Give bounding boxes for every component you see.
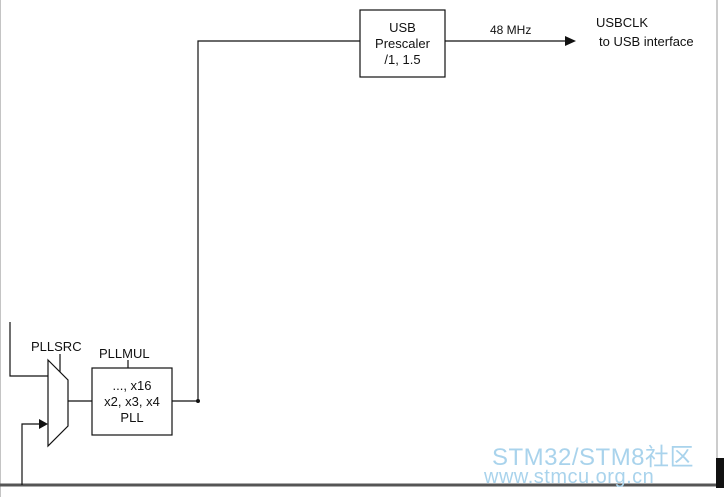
usb-prescaler-label: USB Prescaler /1, 1.5 (360, 20, 445, 68)
pll-box-label: ..., x16 x2, x3, x4 PLL (92, 378, 172, 426)
pll-title: PLL (120, 410, 144, 425)
mux-input-2-line (21, 423, 40, 485)
pll-multiplier-line-2: x2, x3, x4 (104, 394, 160, 409)
usbclk-destination-label: to USB interface (599, 34, 694, 49)
usb-prescaler-line-1: USB (389, 20, 416, 35)
pll-multiplier-line-1: ..., x16 (112, 378, 152, 393)
pll-box (91, 367, 173, 436)
watermark-title: STM32/STM8社区 (492, 444, 695, 471)
usbclk-label: USBCLK (596, 15, 649, 30)
pllmul-label: PLLMUL (99, 346, 150, 361)
junction-dot (196, 399, 200, 403)
corner-mark (716, 458, 724, 488)
usb-prescaler-box (359, 9, 446, 78)
mux-input-2-arrowhead (39, 419, 48, 429)
usbclk-arrowhead (565, 36, 576, 46)
mux-input-1-line (9, 322, 48, 377)
usb-prescaler-line-2: Prescaler (375, 36, 430, 51)
pllsrc-label: PLLSRC (31, 339, 82, 354)
output-frequency-label: 48 MHz (490, 23, 532, 37)
pllsrc-mux (47, 358, 69, 448)
usb-prescaler-line-3: /1, 1.5 (384, 52, 421, 67)
pll-to-prescaler-line (172, 40, 360, 402)
watermark-url: www.stmcu.org.cn (484, 466, 655, 488)
